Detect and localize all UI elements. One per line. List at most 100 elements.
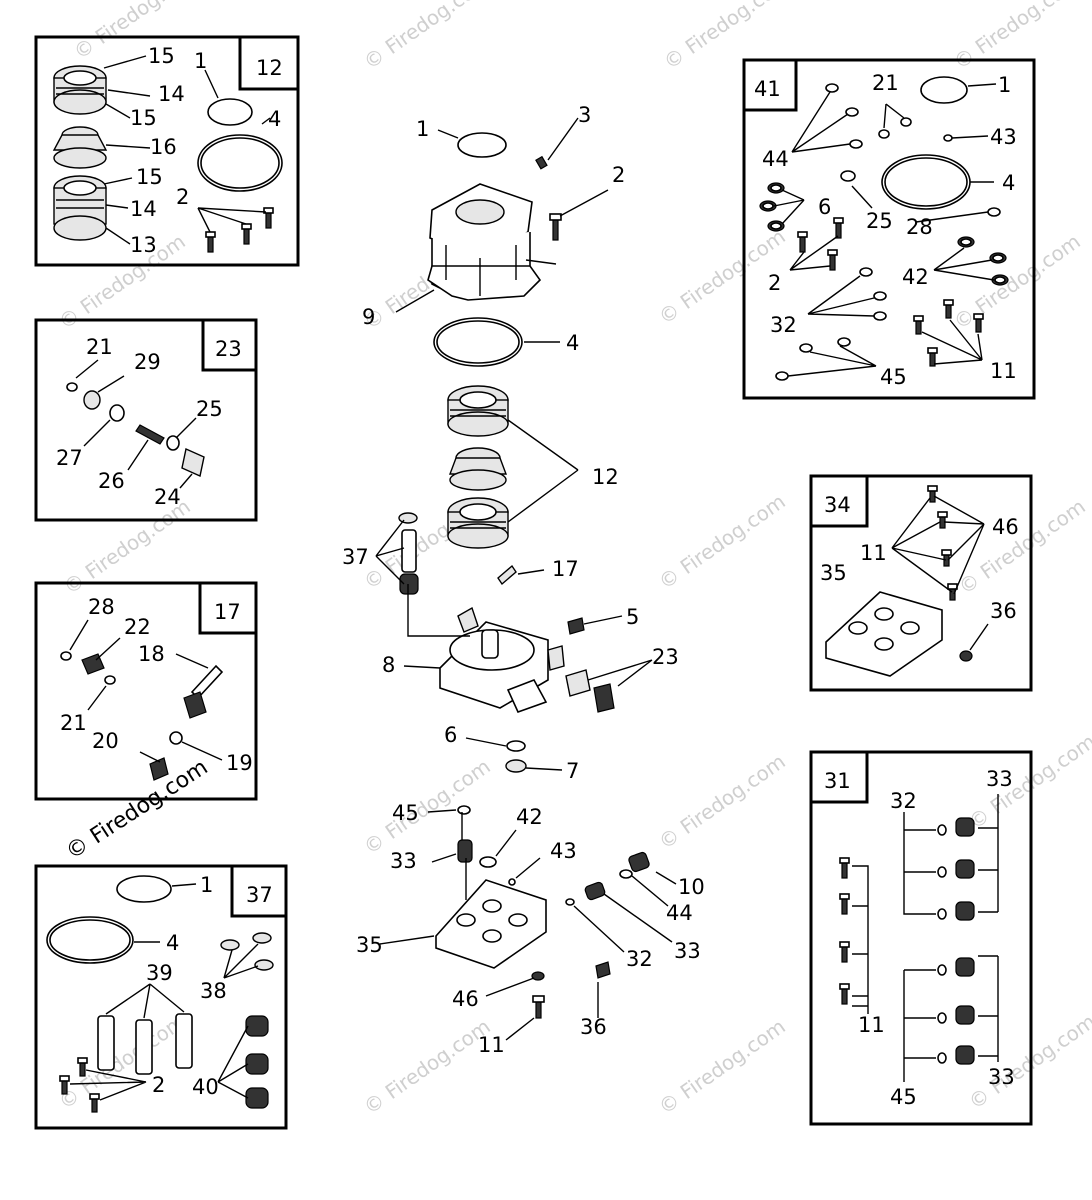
callout-label: 35 <box>820 561 847 585</box>
callout-label: 32 <box>626 947 653 971</box>
kit-37-panel: 37 1 4 39 38 2 40 <box>34 864 288 1130</box>
callout-label: 33 <box>986 767 1013 791</box>
callout-label: 45 <box>392 801 419 825</box>
watermark-text: © Firedog.com <box>54 1009 190 1114</box>
callout-label: 39 <box>146 961 173 985</box>
callout-label: 15 <box>148 44 175 68</box>
watermark-text: © Firedog.com <box>69 0 205 64</box>
main-assembly: 1 3 2 9 4 12 37 17 5 8 23 6 7 45 42 43 3… <box>342 103 705 1057</box>
callout-label: 40 <box>192 1075 219 1099</box>
callout-label: 36 <box>990 599 1017 623</box>
watermark-text: © Firedog.com <box>964 729 1092 834</box>
callout-label: 15 <box>130 106 157 130</box>
callout-label: 11 <box>478 1033 505 1057</box>
callout-label: 42 <box>902 265 929 289</box>
callout-label: 33 <box>674 939 701 963</box>
callout-label: 1 <box>416 117 429 141</box>
kit-id: 17 <box>214 600 241 624</box>
callout-label: 20 <box>92 729 119 753</box>
callout-label: 27 <box>56 446 83 470</box>
callout-label: 45 <box>880 365 907 389</box>
callout-label: 15 <box>136 165 163 189</box>
callout-label: 21 <box>60 711 87 735</box>
callout-label: 37 <box>342 545 369 569</box>
kit-17-panel: 17 28 22 21 18 20 19 <box>34 581 258 801</box>
callout-label: 28 <box>906 215 933 239</box>
kit-id: 41 <box>754 77 781 101</box>
watermark-text-dark: © Firedog.com <box>62 755 213 865</box>
callout-label: 25 <box>866 209 893 233</box>
callout-label: 11 <box>858 1013 885 1037</box>
callout-label: 8 <box>382 653 395 677</box>
callout-label: 32 <box>770 313 797 337</box>
callout-label: 43 <box>990 125 1017 149</box>
callout-label: 4 <box>166 931 179 955</box>
callout-label: 14 <box>130 197 157 221</box>
callout-label: 24 <box>154 485 181 509</box>
watermark-text: © Firedog.com <box>359 754 495 859</box>
callout-label: 25 <box>196 397 223 421</box>
kit-34-panel: 34 46 11 35 36 <box>809 474 1033 692</box>
kit-id: 31 <box>824 769 851 793</box>
callout-label: 29 <box>134 350 161 374</box>
callout-label: 45 <box>890 1085 917 1109</box>
callout-label: 19 <box>226 751 253 775</box>
callout-label: 38 <box>200 979 227 1003</box>
callout-label: 9 <box>362 305 375 329</box>
kit-id: 23 <box>215 337 242 361</box>
callout-label: 21 <box>872 71 899 95</box>
kit-31-panel: 31 33 32 11 33 45 <box>809 750 1033 1126</box>
kit-id: 37 <box>246 883 273 907</box>
callout-label: 23 <box>652 645 679 669</box>
callout-label: 35 <box>356 933 383 957</box>
callout-label: 3 <box>578 103 591 127</box>
callout-label: 46 <box>992 515 1019 539</box>
callout-label: 33 <box>390 849 417 873</box>
callout-label: 28 <box>88 595 115 619</box>
kit-id: 12 <box>256 56 283 80</box>
callout-label: 33 <box>988 1065 1015 1089</box>
callout-label: 7 <box>566 759 579 783</box>
callout-label: 2 <box>176 185 189 209</box>
watermark-text: © Firedog.com <box>659 0 795 74</box>
callout-label: 44 <box>666 901 693 925</box>
callout-label: 17 <box>552 557 579 581</box>
kit-12-panel: 12 15 14 15 16 15 14 13 1 4 2 <box>34 35 300 267</box>
callout-label: 11 <box>990 359 1017 383</box>
watermark-text: © Firedog.com <box>949 0 1085 74</box>
callout-label: 13 <box>130 233 157 257</box>
callout-label: 2 <box>152 1073 165 1097</box>
callout-label: 46 <box>452 987 479 1011</box>
callout-label: 2 <box>612 163 625 187</box>
watermark-text: © Firedog.com <box>359 1014 495 1119</box>
callout-label: 4 <box>268 107 281 131</box>
callout-label: 11 <box>860 541 887 565</box>
callout-label: 1 <box>200 873 213 897</box>
watermark-text: © Firedog.com <box>54 229 190 334</box>
watermark-text: © Firedog.com <box>654 1014 790 1119</box>
callout-label: 42 <box>516 805 543 829</box>
callout-label: 1 <box>998 73 1011 97</box>
callout-label: 10 <box>678 875 705 899</box>
callout-label: 18 <box>138 642 165 666</box>
callout-label: 12 <box>592 465 619 489</box>
callout-label: 6 <box>444 723 457 747</box>
kit-41-panel: 41 21 1 44 43 6 25 <box>742 58 1036 400</box>
callout-label: 44 <box>762 147 789 171</box>
kit-id: 34 <box>824 493 851 517</box>
watermark-text: © Firedog.com <box>359 0 495 74</box>
kit-23-panel: 23 21 29 27 26 25 24 <box>34 318 258 522</box>
callout-label: 16 <box>150 135 177 159</box>
callout-label: 2 <box>768 271 781 295</box>
callout-label: 36 <box>580 1015 607 1039</box>
watermark-text: © Firedog.com <box>654 749 790 854</box>
callout-label: 4 <box>566 331 579 355</box>
callout-label: 22 <box>124 615 151 639</box>
callout-label: 1 <box>194 49 207 73</box>
callout-label: 43 <box>550 839 577 863</box>
callout-label: 21 <box>86 335 113 359</box>
callout-label: 4 <box>1002 171 1015 195</box>
callout-label: 32 <box>890 789 917 813</box>
callout-label: 14 <box>158 82 185 106</box>
